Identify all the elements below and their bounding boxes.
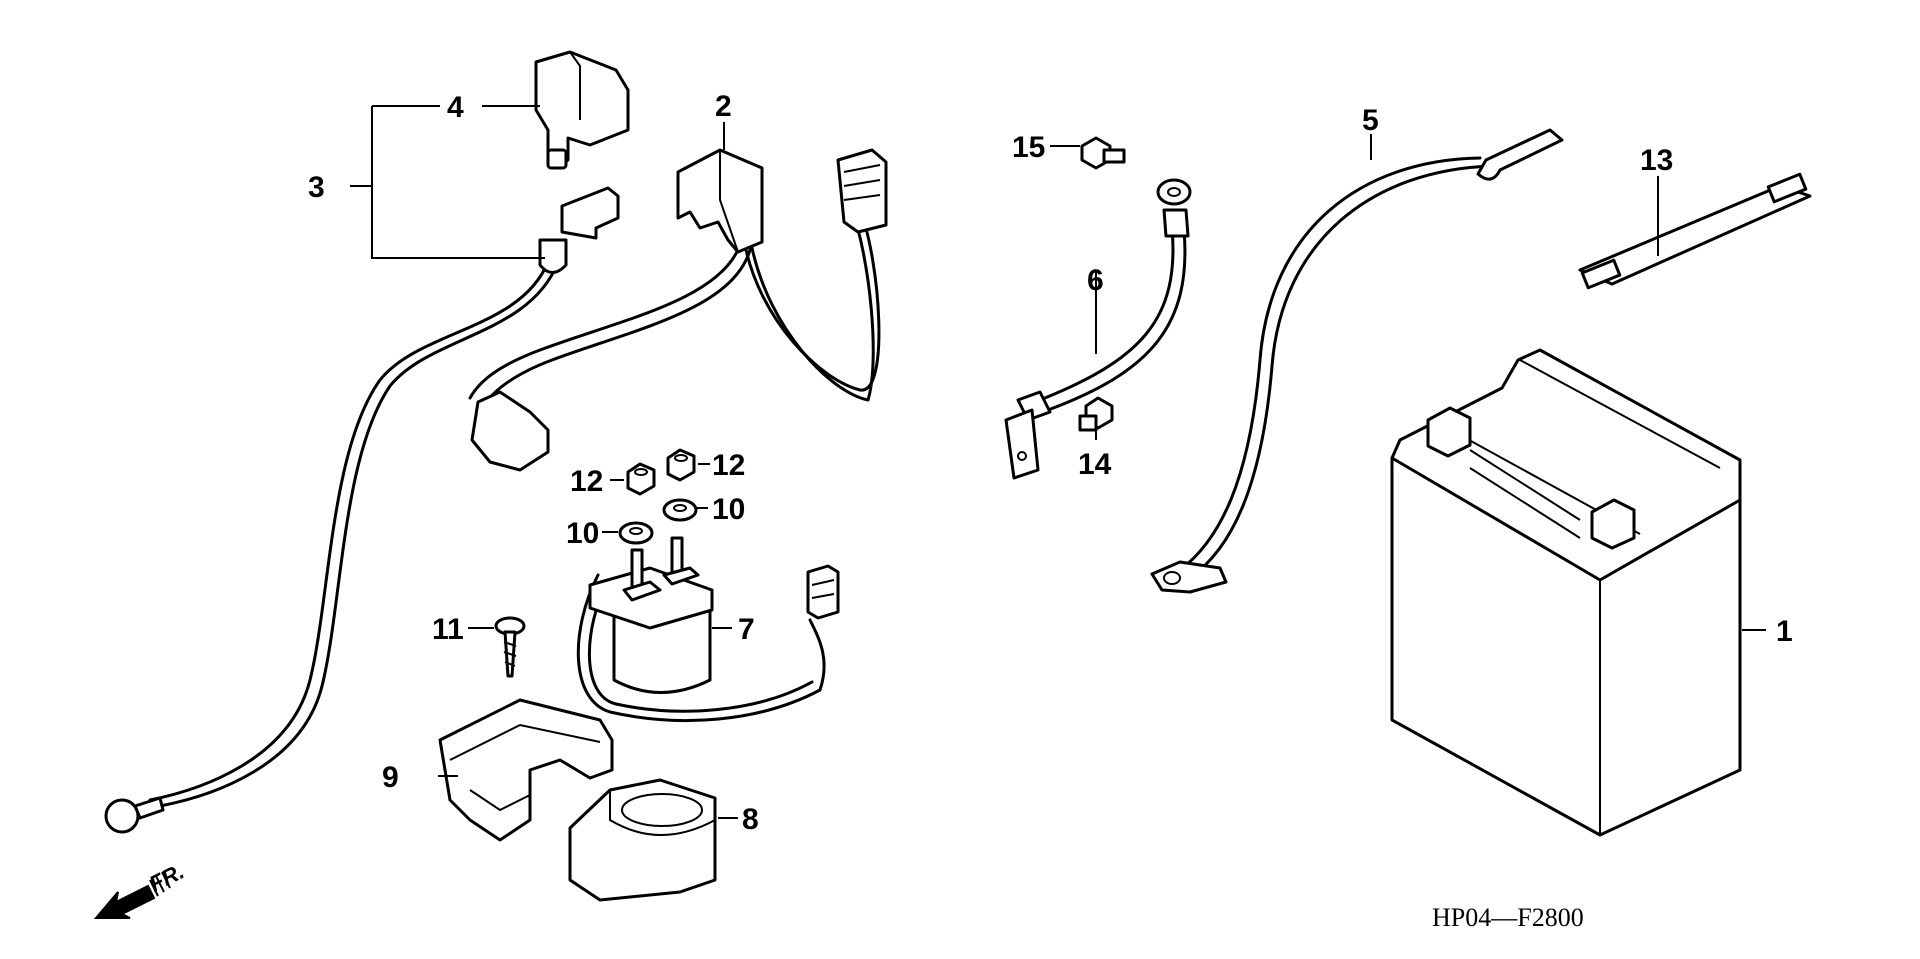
diagram-code: HP04—F2800 <box>1432 903 1584 932</box>
callout-3: 3 <box>308 171 325 204</box>
part-1-battery <box>1390 348 1742 837</box>
part-8-relay-holder <box>568 778 717 902</box>
callout-13: 13 <box>1640 144 1673 177</box>
callout-11: 11 <box>432 613 464 646</box>
callout-14: 14 <box>1078 448 1112 481</box>
part-9-relay-cover <box>438 698 614 842</box>
part-4-terminal-cap <box>534 50 630 170</box>
callout-2: 2 <box>715 90 732 123</box>
callout-10b: 10 <box>566 517 599 550</box>
part-14-bolt <box>1078 396 1114 432</box>
front-direction-arrow-icon <box>93 871 171 919</box>
part-7-starter-relay <box>576 536 840 723</box>
part-5-negative-cable <box>1150 128 1564 594</box>
part-15-bolt <box>1080 136 1126 170</box>
callout-7: 7 <box>738 613 755 646</box>
callout-8: 8 <box>742 803 759 836</box>
part-2-wire-harness <box>468 148 888 472</box>
callout-12a: 12 <box>570 465 603 498</box>
callout-6: 6 <box>1087 264 1104 297</box>
part-3-negative-cable <box>104 186 620 834</box>
part-12-nut-a <box>626 462 656 496</box>
callout-1: 1 <box>1776 615 1793 648</box>
leader-lines <box>350 105 1766 819</box>
part-13-battery-band <box>1578 172 1812 290</box>
part-10-washer-b <box>618 521 654 545</box>
callout-5: 5 <box>1362 104 1379 137</box>
part-6-positive-cable <box>1004 178 1192 480</box>
callout-4: 4 <box>447 91 464 124</box>
callout-10a: 10 <box>712 493 745 526</box>
callout-9: 9 <box>382 761 399 794</box>
front-direction-label: FR. <box>145 858 188 896</box>
callout-15: 15 <box>1012 131 1045 164</box>
part-12-nut-b <box>666 448 696 482</box>
part-10-washer-a <box>662 498 698 522</box>
callout-12b: 12 <box>712 449 745 482</box>
part-11-screw <box>494 616 526 678</box>
